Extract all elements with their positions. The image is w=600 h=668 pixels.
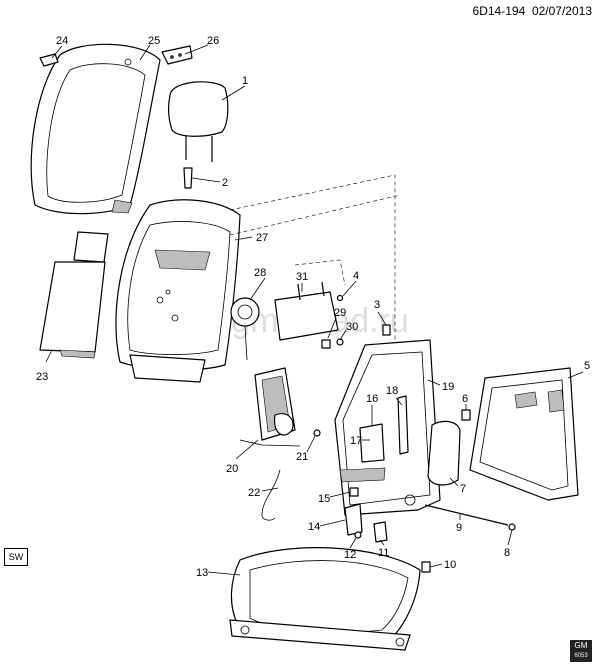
callout-12: 12 [344,549,356,561]
callout-11: 11 [378,547,389,559]
callout-labels: 1 2 3 4 5 6 7 8 9 10 11 12 13 14 15 16 1… [36,35,590,579]
diagram-header: 6D14-194 02/07/2013 [473,4,592,18]
part-5-back-panel [469,367,579,501]
callout-8: 8 [504,547,510,559]
part-4-clip [336,294,344,302]
gm-logo-text: GM [574,641,588,650]
callout-5: 5 [584,360,590,372]
part-28-motor [230,297,260,361]
callout-2: 2 [222,177,228,189]
part-25-back-cover [30,43,161,215]
callout-23: 23 [36,371,48,383]
callout-13: 13 [196,567,208,579]
callout-1: 1 [242,75,248,87]
diagram-code: 6D14-194 [472,4,526,18]
callout-7: 7 [460,483,466,495]
part-11-bracket [373,521,388,543]
part-23-pad [39,231,109,359]
callout-24: 24 [56,35,68,47]
part-27-back-foam [115,199,241,383]
leader-lines [45,44,584,576]
sw-badge: SW [4,548,28,566]
callout-20: 20 [226,463,238,475]
callout-27: 27 [256,232,268,244]
part-21-bolt [313,429,321,437]
callout-6: 6 [462,393,468,405]
part-30-nut [336,338,344,346]
part-20-actuator [239,367,301,447]
callout-28: 28 [254,267,266,279]
callout-19: 19 [442,381,454,393]
callout-29: 29 [334,307,346,319]
part-7-lumbar-pad [427,420,461,486]
callout-30: 30 [346,321,358,333]
callout-9: 9 [456,522,462,534]
part-3-bolt [382,324,391,336]
part-15-screw [349,487,359,497]
callout-4: 4 [353,270,359,282]
callout-3: 3 [374,299,380,311]
callout-17: 17 [350,435,362,447]
callout-26: 26 [207,35,219,47]
callout-18: 18 [386,385,398,397]
callout-31: 31 [296,271,308,283]
callout-21: 21 [296,451,308,463]
part-19-back-frame [334,339,441,516]
reference-lines [229,174,401,345]
part-18-rod [397,395,409,455]
part-16-17-bracket [359,423,385,463]
part-6-clip [461,409,471,421]
callout-22: 22 [248,487,260,499]
callout-16: 16 [366,393,378,405]
diagram-date: 02/07/2013 [531,4,592,18]
part-24-clip [39,53,59,67]
part-14-motor [344,503,363,536]
part-8-nut [508,523,516,531]
gm-logo: GM 6053 [570,640,592,662]
part-10-bolt [421,561,431,573]
part-29-fastener [321,339,331,349]
part-26-bracket [161,45,193,65]
part-13-seat-cushion [229,547,421,651]
callout-10: 10 [444,559,456,571]
part-1-headrest [168,81,229,162]
gm-logo-subtext: 6053 [574,653,588,659]
callout-14: 14 [308,521,320,533]
part-12-fastener [354,531,362,539]
part-31-bracket [274,281,339,341]
part-2-guide [183,167,193,189]
part-22-harness [261,469,281,521]
callout-15: 15 [318,493,330,505]
part-9-rod [424,504,509,526]
callout-25: 25 [148,35,160,47]
